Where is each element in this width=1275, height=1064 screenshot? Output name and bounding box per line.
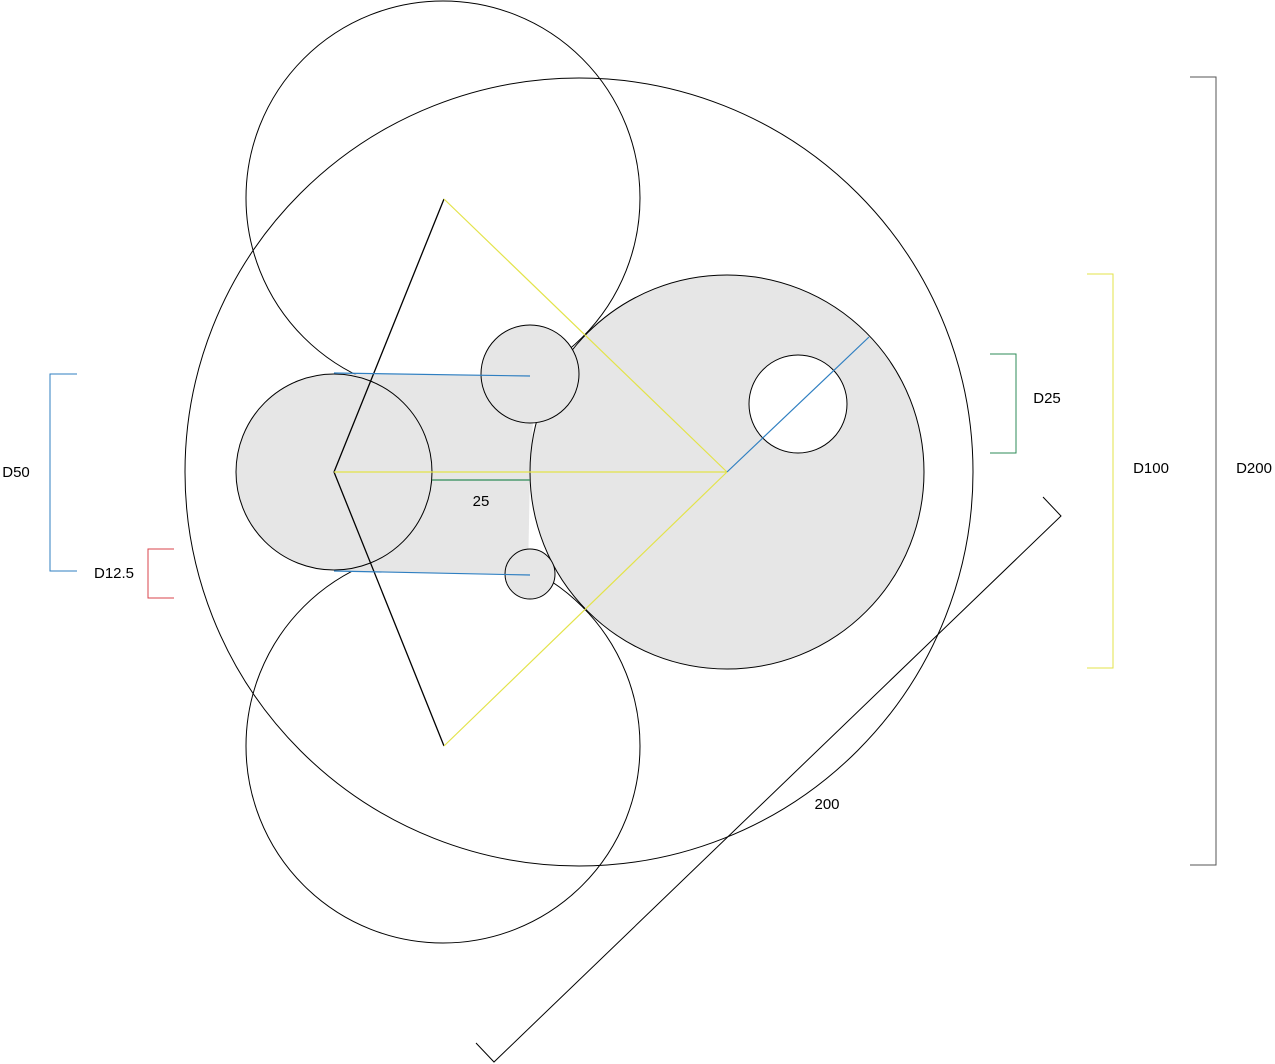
- outer-circle-d200: [184, 77, 974, 867]
- upper-fillet-circle: [480, 324, 580, 424]
- label-length-200: 200: [814, 796, 839, 813]
- construction-line-lower: [333, 471, 445, 747]
- label-d200: D200: [1236, 460, 1272, 477]
- d50-bracket: [49, 373, 77, 572]
- diagonal-200-dimension: [475, 496, 1062, 1063]
- yellow-line-lower: [443, 471, 728, 747]
- label-d100: D100: [1133, 460, 1169, 477]
- label-d50: D50: [2, 464, 30, 481]
- label-d12-5: D12.5: [94, 565, 134, 582]
- blue-radius-line: [726, 336, 870, 473]
- blue-tangent-lower: [333, 570, 531, 576]
- d12-5-bracket: [147, 548, 174, 599]
- lower-fillet-circle-d12-5: [504, 548, 556, 600]
- label-d25: D25: [1033, 390, 1061, 407]
- d200-bracket: [1190, 76, 1217, 866]
- d25-bracket: [990, 353, 1017, 454]
- label-gap-25: 25: [473, 493, 490, 510]
- blue-tangent-upper: [333, 372, 531, 377]
- upper-construction-circle: [245, 0, 641, 396]
- d100-bracket: [1087, 273, 1114, 669]
- lower-construction-circle: [245, 548, 641, 944]
- yellow-line-upper: [443, 198, 728, 473]
- construction-line-upper: [333, 198, 445, 473]
